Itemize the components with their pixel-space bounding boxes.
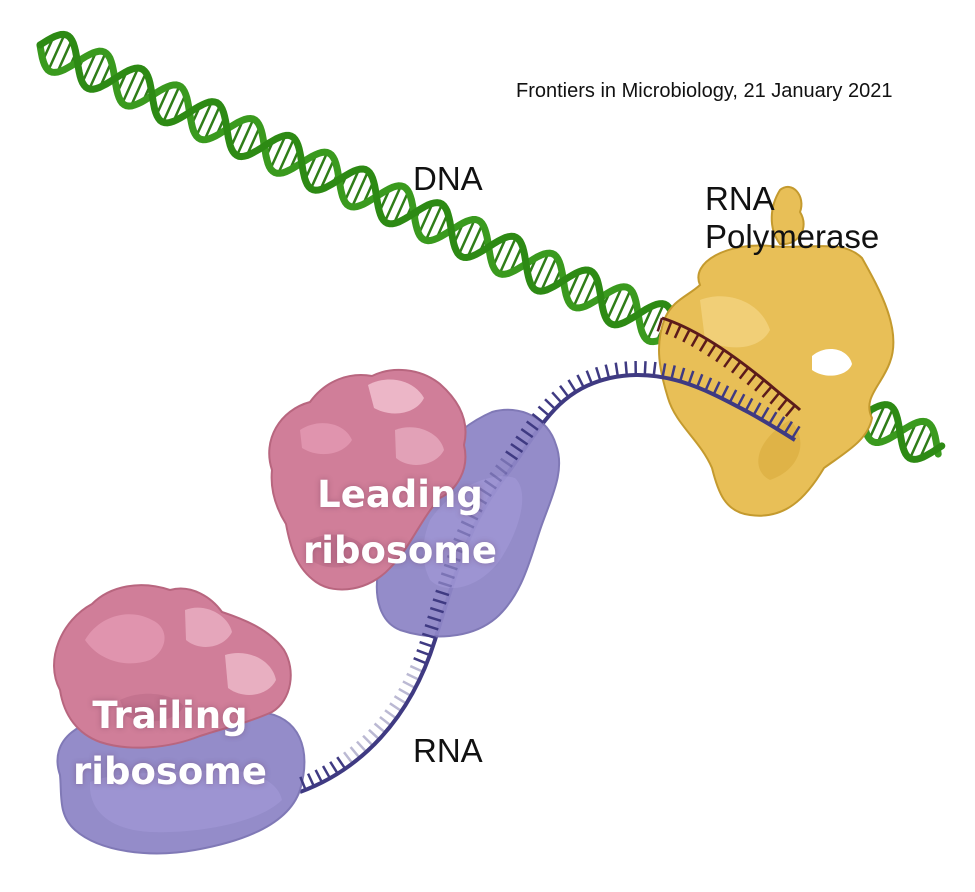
trailing-ribosome-label-line1: Trailing xyxy=(92,694,248,737)
rna-polymerase-label-line1: RNA xyxy=(705,180,775,217)
leading-ribosome xyxy=(268,368,561,638)
rna-label: RNA xyxy=(413,732,483,769)
leading-ribosome-label: Leading ribosome xyxy=(295,467,505,579)
nascent-rna-strand xyxy=(656,316,802,417)
leading-ribosome-label-line2: ribosome xyxy=(303,529,497,572)
rna-polymerase xyxy=(658,185,895,517)
rna-polymerase-label: RNA Polymerase xyxy=(705,180,879,256)
leading-ribosome-label-line1: Leading xyxy=(317,473,483,516)
trailing-ribosome-label-line2: ribosome xyxy=(73,750,267,793)
dna-label: DNA xyxy=(413,160,483,197)
rna-nucleotide-ticks xyxy=(299,360,801,791)
trailing-ribosome-label: Trailing ribosome xyxy=(60,688,280,800)
source-caption: Frontiers in Microbiology, 21 January 20… xyxy=(516,80,893,102)
trailing-ribosome xyxy=(53,584,306,855)
rna-polymerase-label-line2: Polymerase xyxy=(705,218,880,255)
